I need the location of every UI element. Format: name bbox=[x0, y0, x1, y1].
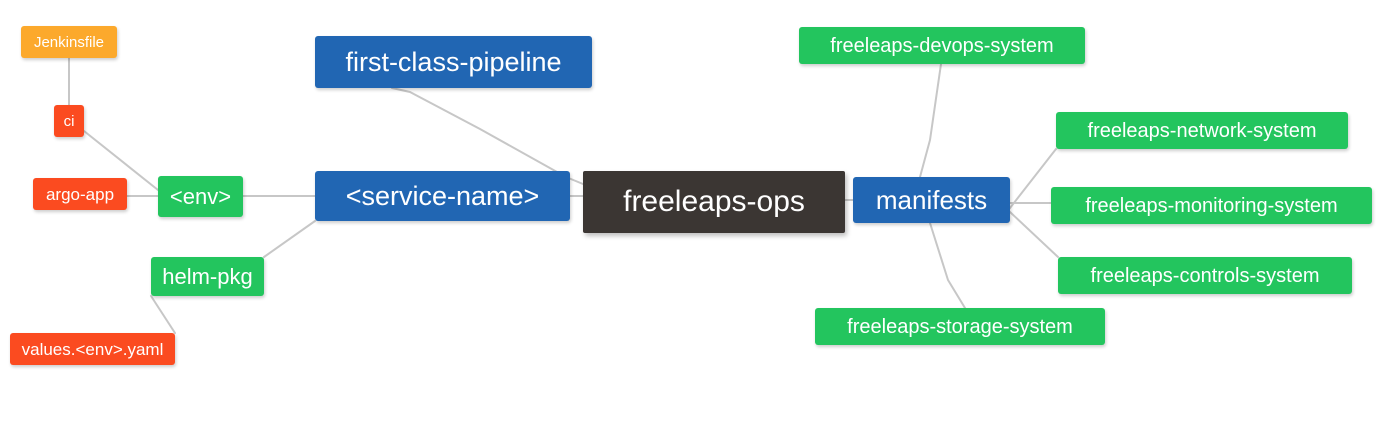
mindmap-node-first-class-pipeline[interactable]: first-class-pipeline bbox=[315, 36, 592, 88]
mindmap-node-label: argo-app bbox=[45, 184, 115, 204]
mindmap-node-freeleaps-controls-system[interactable]: freeleaps-controls-system bbox=[1058, 257, 1352, 294]
mindmap-node-label: <service-name> bbox=[345, 180, 540, 211]
mindmap-node-service-name[interactable]: <service-name> bbox=[315, 171, 570, 221]
mindmap-node-label: Jenkinsfile bbox=[33, 33, 105, 51]
mindmap-node-jenkinsfile[interactable]: Jenkinsfile bbox=[21, 26, 117, 58]
mindmap-node-freeleaps-devops-system[interactable]: freeleaps-devops-system bbox=[799, 27, 1085, 64]
mindmap-node-label: freeleaps-monitoring-system bbox=[1085, 194, 1338, 217]
mindmap-node-label: <env> bbox=[169, 183, 232, 209]
mindmap-node-label: freeleaps-devops-system bbox=[830, 34, 1054, 57]
edge-manifests-to-freeleaps-storage-system bbox=[929, 222, 966, 309]
mindmap-node-label: freeleaps-controls-system bbox=[1090, 264, 1320, 287]
edge-manifests-to-freeleaps-devops-system bbox=[919, 63, 942, 178]
mindmap-node-values-env-yaml[interactable]: values.<env>.yaml bbox=[10, 333, 175, 365]
mindmap-node-label: manifests bbox=[875, 185, 988, 215]
mindmap-node-ci[interactable]: ci bbox=[54, 105, 84, 137]
mindmap-node-label: helm-pkg bbox=[162, 263, 253, 289]
edge-manifests-to-freeleaps-network-system bbox=[1009, 148, 1057, 209]
mindmap-node-label: freeleaps-network-system bbox=[1087, 119, 1317, 142]
mindmap-node-label: freeleaps-ops bbox=[623, 185, 805, 218]
edge-helm-pkg-to-values-env-yaml bbox=[150, 295, 176, 334]
mindmap-node-argo-app[interactable]: argo-app bbox=[33, 178, 127, 210]
mindmap-node-env[interactable]: <env> bbox=[158, 176, 243, 217]
edge-freeleaps-ops-to-first-class-pipeline bbox=[391, 87, 584, 185]
mindmap-node-label: freeleaps-storage-system bbox=[847, 315, 1073, 338]
edge-service-name-to-helm-pkg bbox=[263, 220, 316, 258]
mindmap-node-freeleaps-ops[interactable]: freeleaps-ops bbox=[583, 171, 845, 233]
mindmap-node-manifests[interactable]: manifests bbox=[853, 177, 1010, 223]
mindmap-node-helm-pkg[interactable]: helm-pkg bbox=[151, 257, 264, 296]
mindmap-node-freeleaps-storage-system[interactable]: freeleaps-storage-system bbox=[815, 308, 1105, 345]
mindmap-node-freeleaps-network-system[interactable]: freeleaps-network-system bbox=[1056, 112, 1348, 149]
mindmap-node-label: values.<env>.yaml bbox=[21, 339, 164, 359]
mindmap-node-label: first-class-pipeline bbox=[345, 46, 562, 77]
mindmap-node-label: ci bbox=[63, 112, 75, 130]
mindmap-node-freeleaps-monitoring-system[interactable]: freeleaps-monitoring-system bbox=[1051, 187, 1372, 224]
